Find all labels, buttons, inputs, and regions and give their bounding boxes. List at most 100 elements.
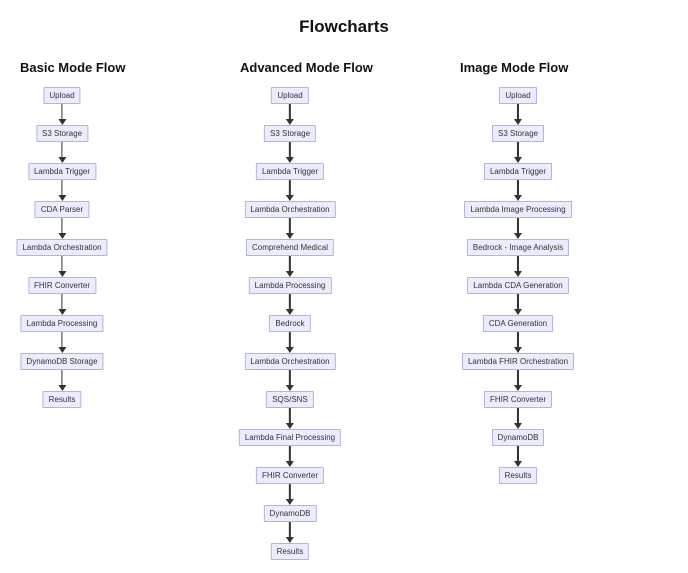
page-title: Flowcharts: [299, 17, 389, 36]
arrow-line: [517, 332, 519, 347]
arrowhead-icon: [513, 195, 522, 201]
flow-node: Lambda CDA Generation: [467, 277, 569, 294]
arrow-line: [517, 142, 519, 157]
flow-arrow: [58, 218, 66, 239]
flow-arrow: [286, 294, 294, 315]
flow-node: Lambda Final Processing: [238, 429, 342, 446]
arrowhead-icon: [286, 195, 294, 201]
flow-arrow: [58, 294, 66, 315]
flow-arrow: [513, 332, 522, 353]
arrow-line: [61, 142, 63, 157]
flow-arrow: [286, 218, 294, 239]
flow-arrow: [286, 522, 294, 543]
flow-arrow: [286, 104, 294, 125]
flow-arrow: [513, 408, 522, 429]
flow-arrow: [286, 256, 294, 277]
flow-node: Lambda Orchestration: [244, 201, 336, 218]
flow-arrow: [513, 370, 522, 391]
arrow-line: [289, 180, 291, 195]
flow-node: FHIR Converter: [255, 467, 324, 484]
arrow-line: [289, 446, 291, 461]
flow-node: Lambda Processing: [248, 277, 332, 294]
arrowhead-icon: [58, 271, 66, 277]
flowchart-title-advanced: Advanced Mode Flow: [240, 60, 373, 75]
arrow-line: [289, 484, 291, 499]
flow-node: Lambda Image Processing: [464, 201, 572, 218]
arrow-line: [289, 218, 291, 233]
arrow-line: [517, 180, 519, 195]
arrow-line: [289, 408, 291, 423]
flow-arrow: [286, 180, 294, 201]
arrow-line: [517, 446, 519, 461]
flow-node: S3 Storage: [35, 125, 89, 142]
arrow-line: [289, 104, 291, 119]
arrow-line: [61, 218, 63, 233]
flow-arrow: [513, 256, 522, 277]
arrow-line: [61, 180, 63, 195]
arrowhead-icon: [513, 157, 522, 163]
flow-node: Results: [270, 543, 310, 560]
flow-node: Lambda Trigger: [255, 163, 325, 180]
arrowhead-icon: [286, 309, 294, 315]
arrowhead-icon: [58, 195, 66, 201]
arrow-line: [517, 256, 519, 271]
flow-arrow: [513, 142, 522, 163]
flow-arrow: [58, 256, 66, 277]
flow-node: FHIR Converter: [483, 391, 553, 408]
arrow-line: [517, 218, 519, 233]
flow-node: FHIR Converter: [27, 277, 96, 294]
flow-node: DynamoDB: [263, 505, 317, 522]
arrow-line: [517, 370, 519, 385]
flow-node: SQS/SNS: [266, 391, 314, 408]
arrowhead-icon: [286, 271, 294, 277]
flow-node: Upload: [499, 87, 537, 104]
flow-node: S3 Storage: [263, 125, 317, 142]
flow-arrow: [513, 446, 522, 467]
flow-node: Lambda Trigger: [27, 163, 97, 180]
arrowhead-icon: [286, 119, 294, 125]
arrowhead-icon: [513, 119, 522, 125]
arrowhead-icon: [286, 347, 294, 353]
arrow-line: [517, 104, 519, 119]
arrow-line: [517, 294, 519, 309]
flow-arrow: [58, 370, 66, 391]
flow-node: Comprehend Medical: [245, 239, 335, 256]
flow-arrow: [58, 180, 66, 201]
arrowhead-icon: [513, 461, 522, 467]
flow-node: CDA Generation: [482, 315, 554, 332]
arrow-line: [289, 142, 291, 157]
arrow-line: [289, 332, 291, 347]
arrow-line: [61, 370, 63, 385]
arrow-line: [289, 370, 291, 385]
flow-node: Upload: [43, 87, 81, 104]
arrowhead-icon: [286, 537, 294, 543]
flow-node: Lambda Trigger: [483, 163, 553, 180]
flow-arrow: [513, 180, 522, 201]
arrow-line: [517, 408, 519, 423]
flow-arrow: [286, 446, 294, 467]
arrowhead-icon: [286, 233, 294, 239]
arrowhead-icon: [58, 233, 66, 239]
flow-node: Lambda Processing: [20, 315, 104, 332]
flow-arrow: [513, 294, 522, 315]
arrowhead-icon: [513, 423, 522, 429]
flow-node: DynamoDB: [491, 429, 545, 446]
flow-arrow: [286, 142, 294, 163]
flow-node: Results: [42, 391, 82, 408]
flow-node: Bedrock - Image Analysis: [466, 239, 570, 256]
flow-node: S3 Storage: [491, 125, 545, 142]
arrowhead-icon: [513, 385, 522, 391]
flow-node: Lambda FHIR Orchestration: [461, 353, 575, 370]
arrow-line: [61, 332, 63, 347]
flow-arrow: [58, 332, 66, 353]
flow-node: Upload: [271, 87, 309, 104]
flow-arrow: [286, 408, 294, 429]
arrowhead-icon: [58, 157, 66, 163]
